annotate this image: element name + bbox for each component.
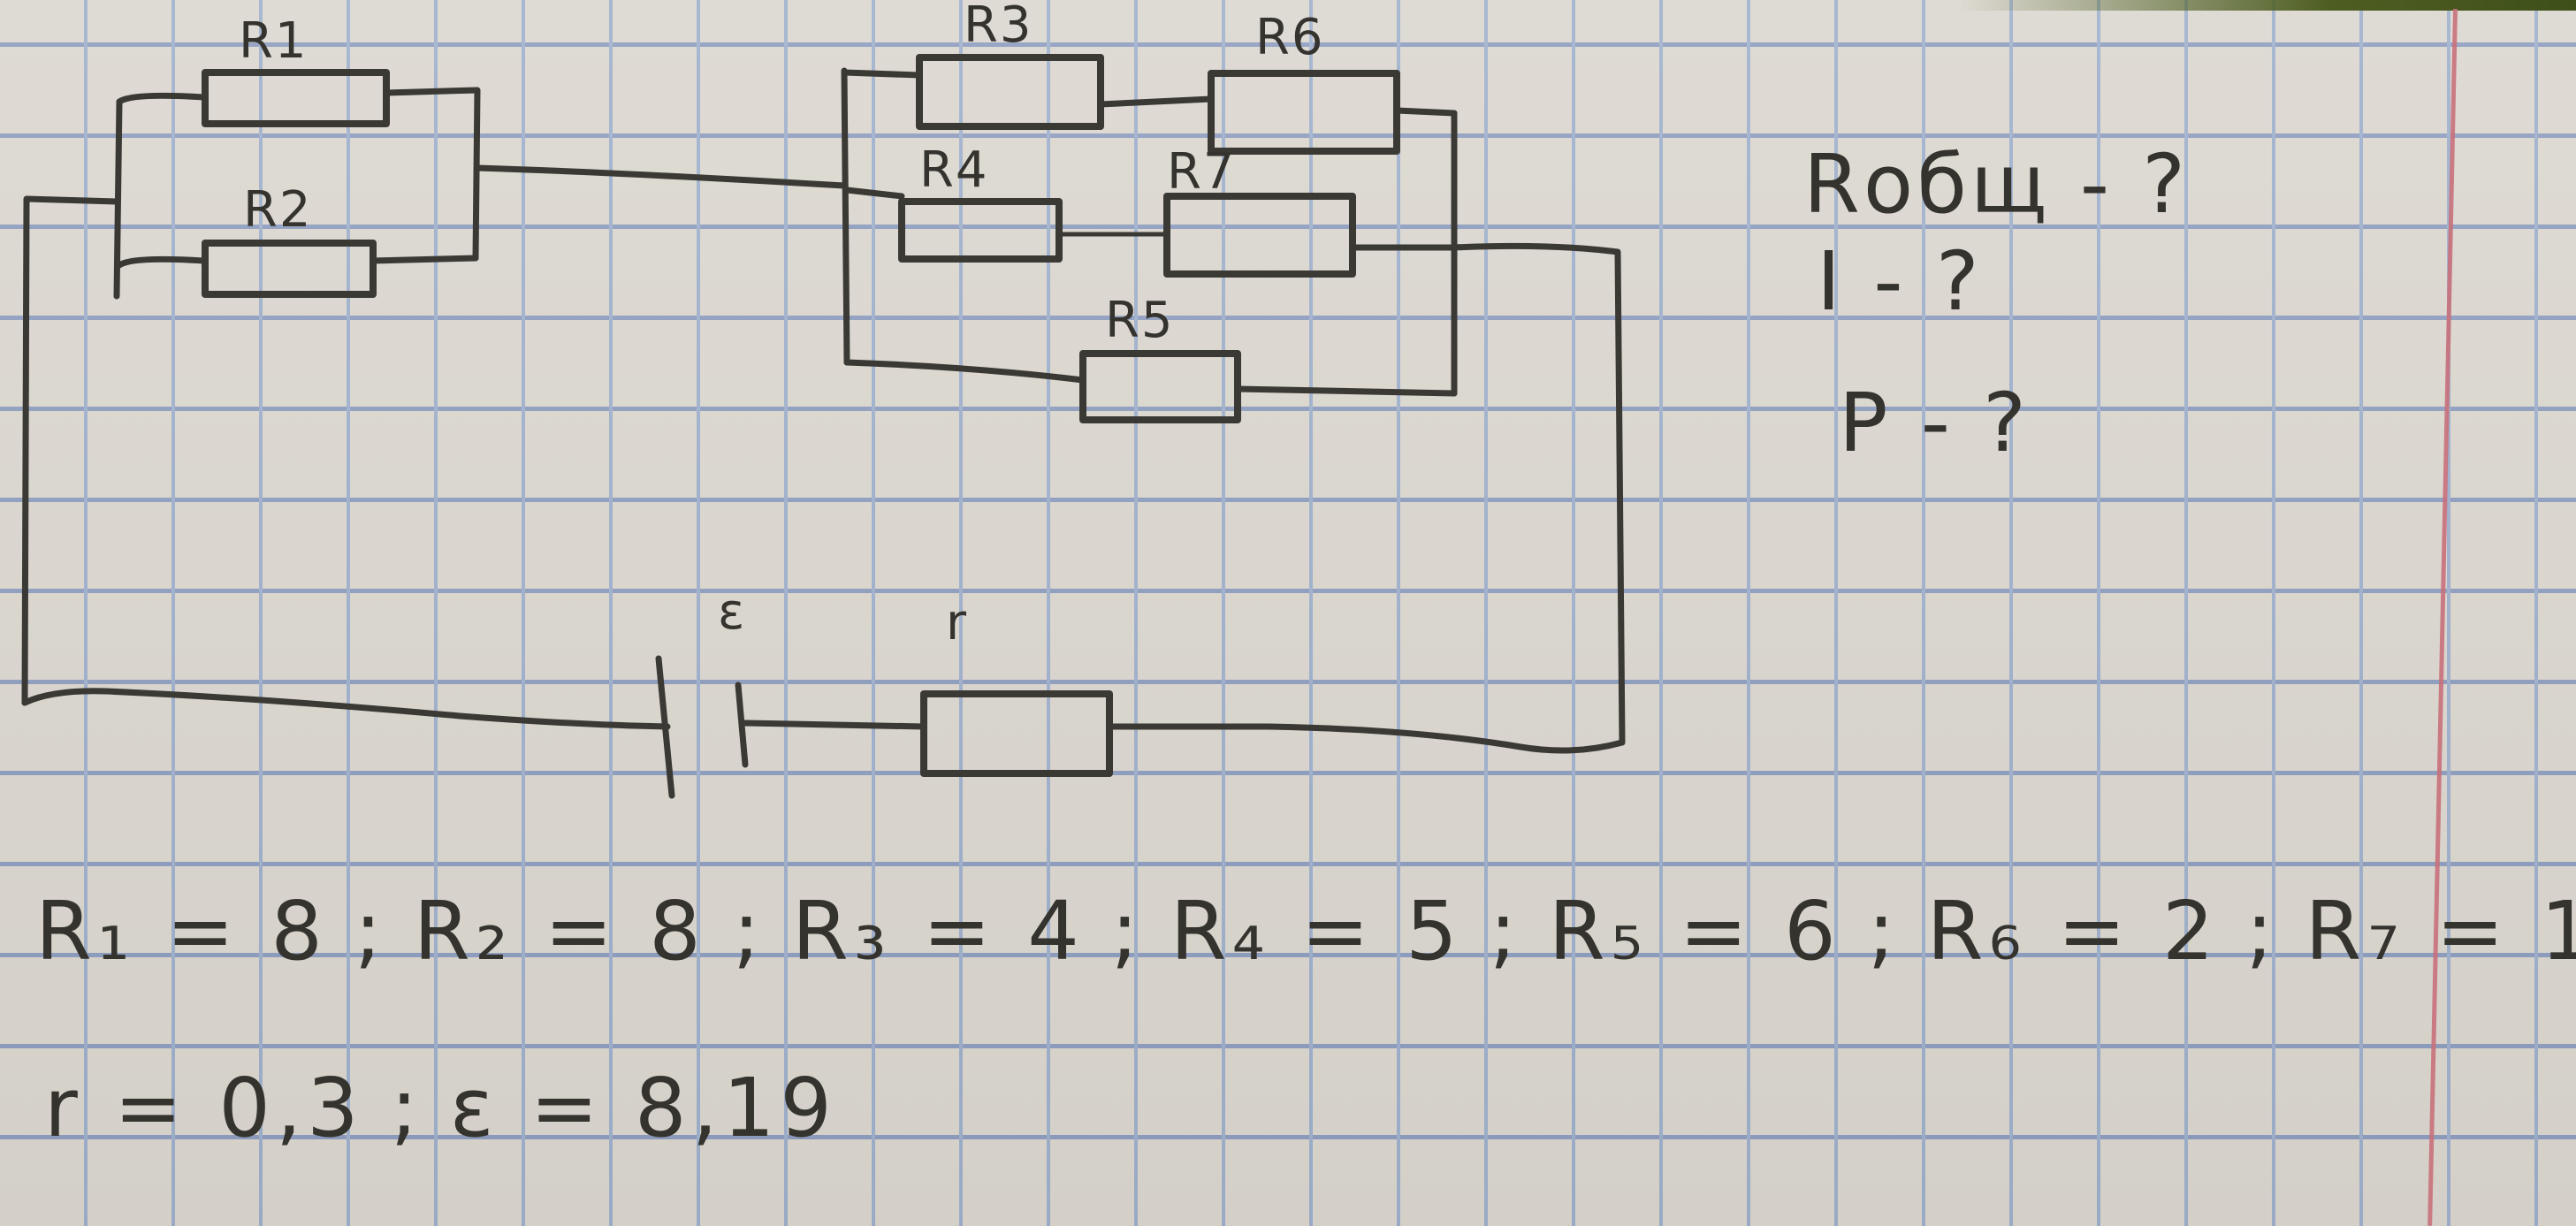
label-r6: R6	[1255, 9, 1325, 66]
resistor-r4	[898, 198, 1063, 263]
given-internal-r: r = 0,3	[44, 1061, 364, 1155]
wire-battery-to-r	[742, 720, 927, 730]
resistor-r2	[202, 240, 377, 298]
separator: ;	[1489, 884, 1522, 979]
battery-long-plate	[655, 655, 675, 799]
label-internal-r: r	[946, 594, 969, 651]
separator: ;	[1867, 884, 1901, 979]
resistor-r5	[1079, 350, 1241, 423]
unknown-current: I - ?	[1817, 234, 1983, 329]
resistor-r7	[1163, 193, 1356, 278]
given-emf: ε = 8,19	[449, 1061, 837, 1155]
given-r1: R₁ = 8	[35, 884, 328, 979]
separator: ;	[2245, 884, 2279, 979]
separator: ;	[354, 884, 387, 979]
separator: ;	[732, 884, 766, 979]
given-r6: R₆ = 2	[1926, 884, 2220, 979]
wire-to-r5	[843, 359, 1086, 384]
wire-to-r4	[843, 187, 905, 200]
label-emf: ε	[718, 583, 747, 641]
given-r5: R₅ = 6	[1548, 884, 1841, 979]
wire-bottom-left	[21, 688, 671, 730]
givens-line-1: R₁ = 8 ; R₂ = 8 ; R₃ = 4 ; R₄ = 5 ; R₅ =…	[35, 884, 2576, 979]
label-r3: R3	[964, 0, 1033, 54]
given-r3: R₃ = 4	[791, 884, 1085, 979]
label-r4: R4	[919, 141, 989, 199]
separator: ;	[390, 1061, 423, 1155]
wire-to-r2	[116, 255, 207, 269]
wire-to-r1	[116, 92, 207, 105]
unknown-power: P - ?	[1839, 376, 2030, 470]
resistor-r3	[916, 54, 1104, 130]
wire-to-r3	[841, 69, 923, 79]
label-r5: R5	[1105, 292, 1175, 349]
wire-r1-right	[383, 87, 481, 262]
wire-b-left-bus	[841, 67, 850, 366]
wire-left-outer	[21, 195, 120, 706]
wire-a-to-b	[474, 164, 848, 189]
label-r1: R1	[239, 12, 309, 70]
label-r2: R2	[243, 181, 313, 239]
wire-r3-r6	[1097, 95, 1215, 108]
resistor-r1	[202, 69, 390, 127]
battery-short-plate	[735, 682, 749, 768]
givens-line-2: r = 0,3 ; ε = 8,19	[44, 1061, 837, 1155]
resistor-r-internal	[920, 690, 1113, 777]
given-r7: R₇ = 1	[2305, 884, 2576, 979]
resistor-r6	[1208, 70, 1400, 155]
separator: ;	[1110, 884, 1144, 979]
label-r7: R7	[1167, 143, 1237, 201]
given-r2: R₂ = 8	[413, 884, 706, 979]
background-surface	[1957, 0, 2576, 11]
wire-r5-right	[1234, 385, 1458, 397]
unknown-total-resistance: Rобщ - ?	[1803, 137, 2190, 232]
given-r4: R₄ = 5	[1170, 884, 1463, 979]
wire-b-to-right-outer	[1265, 242, 1626, 754]
wire-r6-right	[1393, 107, 1458, 117]
wire-r2-right	[370, 255, 479, 264]
